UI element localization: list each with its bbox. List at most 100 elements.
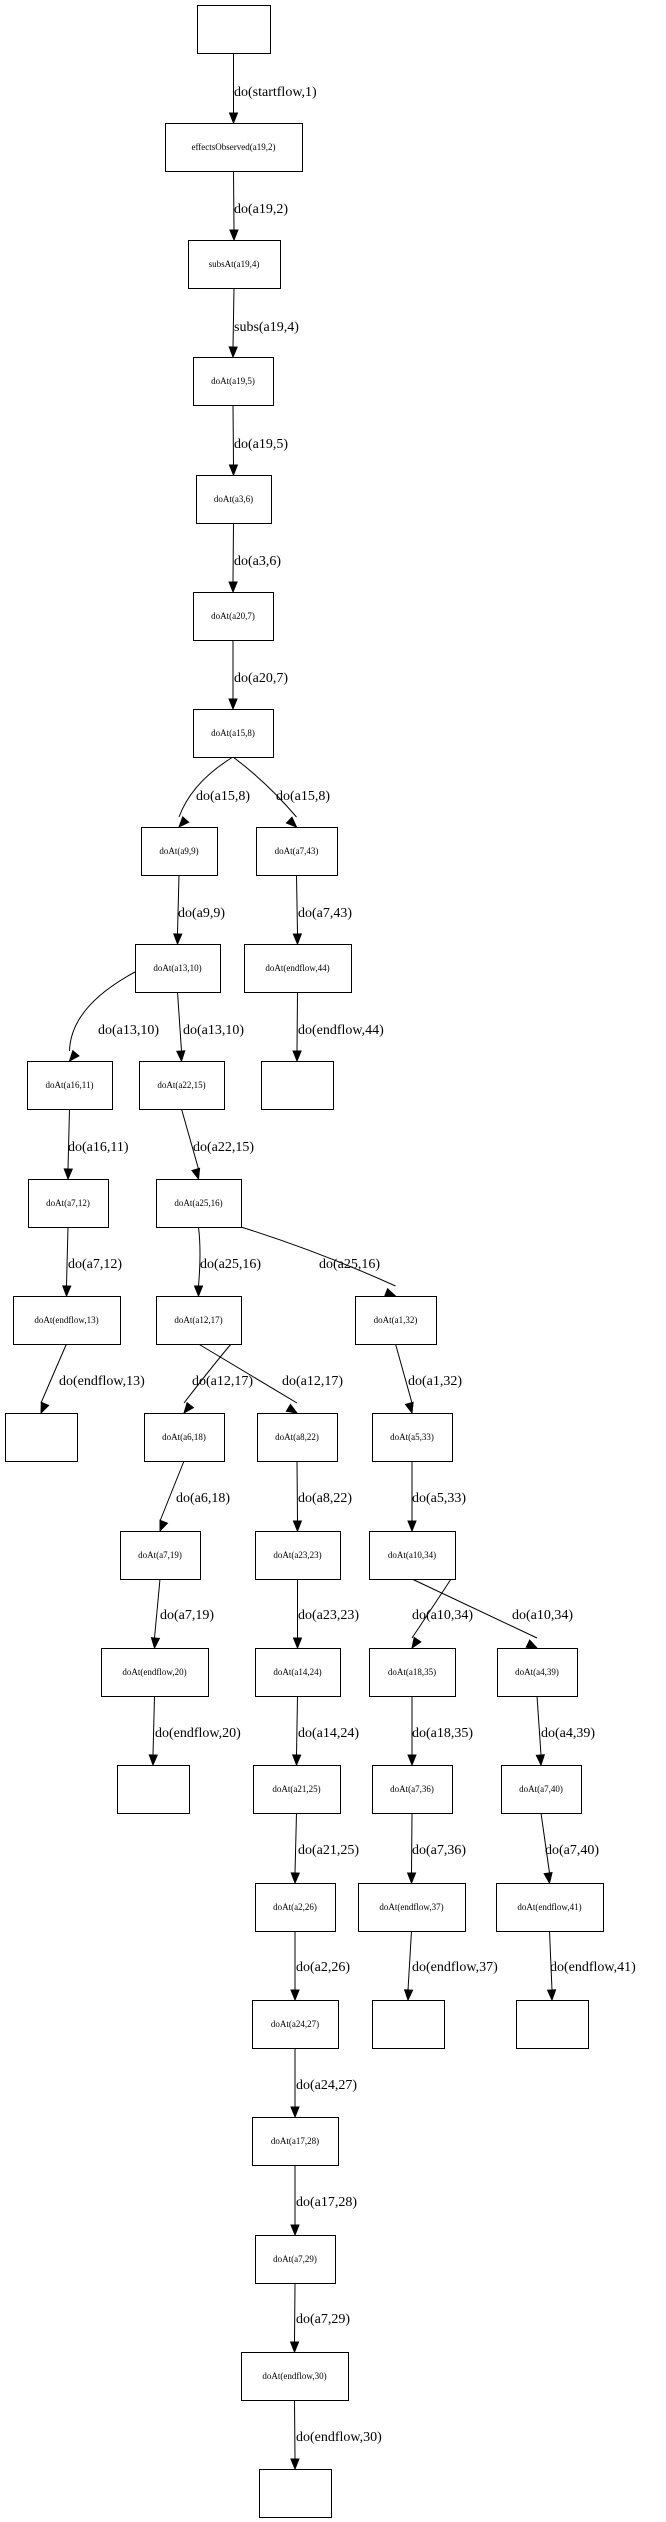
edge: do(a15,8) bbox=[232, 756, 330, 828]
edge-line bbox=[411, 1578, 538, 1639]
state-node: doAt(endflow,44) bbox=[244, 944, 352, 993]
edge-line bbox=[536, 1695, 542, 1756]
edge-label: do(a1,32) bbox=[408, 1374, 462, 1389]
terminal-node bbox=[261, 1061, 334, 1110]
node-box bbox=[156, 1296, 242, 1345]
state-node: doAt(a3,6) bbox=[196, 475, 272, 524]
state-node: doAt(a7,43) bbox=[256, 827, 338, 876]
node-box bbox=[241, 2352, 349, 2401]
arrowhead-icon bbox=[289, 2341, 300, 2354]
arrowhead-icon bbox=[62, 1285, 72, 1298]
edge: do(a13,10) bbox=[176, 991, 244, 1063]
node-box bbox=[255, 2235, 336, 2284]
node-box bbox=[144, 1413, 225, 1462]
edge: do(a18,35) bbox=[407, 1696, 473, 1767]
edge: do(a15,8) bbox=[178, 756, 250, 829]
edge: do(endflow,20) bbox=[148, 1695, 241, 1767]
edge-label: do(a24,27) bbox=[296, 2078, 357, 2093]
node-label: doAt(a9,9) bbox=[159, 846, 198, 856]
node-label: doAt(endflow,30) bbox=[262, 2371, 326, 2381]
edge: do(a8,22) bbox=[292, 1460, 352, 1533]
edge-label: do(a7,12) bbox=[68, 1257, 122, 1272]
node-label: doAt(a2,26) bbox=[273, 1902, 317, 1912]
node-label: doAt(a19,5) bbox=[211, 376, 255, 386]
state-node: subsAt(a19,4) bbox=[188, 240, 281, 289]
edge-label: do(a14,24) bbox=[298, 1726, 359, 1741]
terminal-node bbox=[516, 2000, 589, 2049]
arrowhead-icon bbox=[228, 346, 238, 359]
node-label: doAt(a3,6) bbox=[214, 494, 253, 504]
edge: do(a7,12) bbox=[62, 1226, 122, 1298]
edge: do(a21,25) bbox=[290, 1812, 359, 1885]
edge-label: do(endflow,37) bbox=[412, 1960, 498, 1975]
edge-line bbox=[152, 1695, 155, 1756]
state-node: doAt(a20,7) bbox=[193, 592, 274, 641]
state-node: doAt(a7,12) bbox=[28, 1179, 109, 1228]
edge-line bbox=[407, 1930, 412, 1991]
node-label: subsAt(a19,4) bbox=[209, 259, 260, 269]
edge-label: do(a16,11) bbox=[68, 1140, 129, 1155]
state-node: doAt(a4,39) bbox=[497, 1648, 578, 1697]
edge: do(endflow,37) bbox=[403, 1930, 498, 2002]
state-node: doAt(a23,23) bbox=[255, 1531, 341, 1580]
edge: do(endflow,30) bbox=[290, 2399, 382, 2471]
node-box bbox=[255, 1883, 336, 1932]
edge-line bbox=[240, 1226, 396, 1287]
edge: do(a14,24) bbox=[291, 1695, 359, 1767]
terminal-node bbox=[372, 2000, 445, 2049]
arrowhead-icon bbox=[285, 1403, 299, 1414]
edge-line bbox=[178, 756, 234, 818]
arrowhead-icon bbox=[292, 1637, 303, 1650]
arrowhead-icon bbox=[290, 1872, 300, 1885]
node-box bbox=[139, 1061, 225, 1110]
arrowhead-icon bbox=[191, 1167, 201, 1181]
node-box bbox=[156, 1179, 242, 1228]
edge-label: do(a23,23) bbox=[298, 1608, 359, 1623]
edge-line bbox=[296, 1695, 298, 1756]
edge-line bbox=[549, 1930, 553, 1991]
node-box bbox=[256, 827, 338, 876]
state-node: doAt(a15,8) bbox=[193, 709, 274, 758]
node-box bbox=[252, 2000, 339, 2049]
arrowhead-icon bbox=[406, 1872, 417, 1885]
edge-line bbox=[296, 874, 298, 935]
edge: do(startflow,1) bbox=[228, 53, 317, 125]
arrowhead-icon bbox=[403, 1989, 414, 2002]
edge: do(a12,17) bbox=[198, 1343, 343, 1414]
node-box bbox=[165, 123, 303, 172]
node-label: doAt(endflow,13) bbox=[34, 1315, 98, 1325]
edge-label: do(a3,6) bbox=[234, 554, 281, 569]
node-box bbox=[372, 2000, 445, 2049]
node-box bbox=[516, 2000, 589, 2049]
state-node: doAt(a10,34) bbox=[369, 1531, 456, 1580]
edge: do(a6,18) bbox=[159, 1460, 230, 1533]
edge: do(a5,33) bbox=[407, 1461, 466, 1533]
node-label: doAt(a4,39) bbox=[515, 1667, 559, 1677]
edge: do(a25,16) bbox=[240, 1226, 397, 1297]
edge-line bbox=[296, 991, 298, 1052]
edge: do(endflow,44) bbox=[292, 991, 384, 1063]
node-label: doAt(endflow,44) bbox=[265, 963, 329, 973]
state-node: doAt(a1,32) bbox=[355, 1296, 437, 1345]
node-box bbox=[255, 1531, 341, 1580]
edge-line bbox=[294, 2399, 296, 2460]
edge: do(a20,7) bbox=[228, 640, 288, 711]
arrowhead-icon bbox=[150, 1637, 161, 1650]
state-node: doAt(a17,28) bbox=[252, 2117, 339, 2166]
edge-label: do(a15,8) bbox=[196, 789, 250, 804]
edge: do(a17,28) bbox=[290, 2165, 357, 2237]
node-box bbox=[13, 1296, 121, 1345]
node-box bbox=[257, 1413, 338, 1462]
edge-label: do(a19,2) bbox=[234, 202, 288, 217]
state-node: doAt(a9,9) bbox=[141, 827, 218, 876]
edge-label: do(startflow,1) bbox=[234, 85, 317, 100]
node-label: doAt(a13,10) bbox=[153, 963, 201, 973]
edge-line bbox=[232, 756, 297, 818]
arrowhead-icon bbox=[173, 933, 183, 946]
edge-line bbox=[296, 1460, 298, 1522]
node-label: doAt(a23,23) bbox=[273, 1550, 321, 1560]
node-box bbox=[501, 1765, 582, 1814]
state-node: doAt(endflow,20) bbox=[101, 1648, 209, 1697]
edges-layer: do(startflow,1)do(a19,2)subs(a19,4)do(a1… bbox=[40, 53, 636, 2471]
